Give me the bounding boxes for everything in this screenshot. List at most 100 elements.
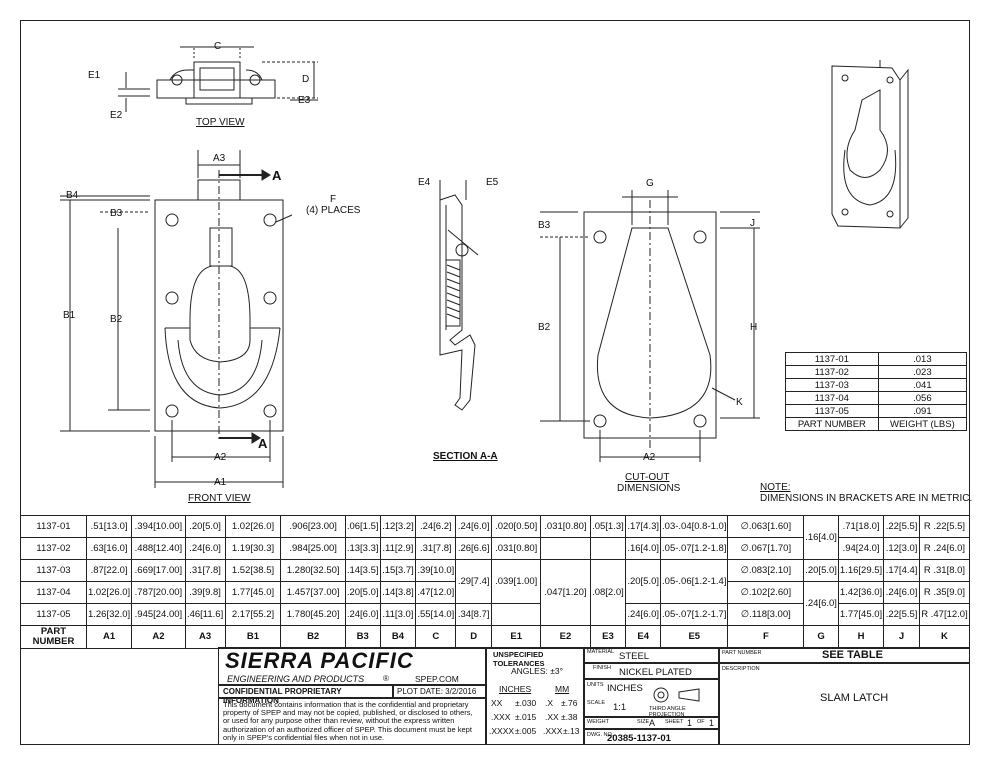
scale-value: 1:1 (613, 702, 627, 713)
dwg-label: DWG. NO. (587, 732, 614, 738)
dim-header: B1 (224, 625, 282, 649)
dim-header: H (837, 625, 885, 649)
dim-cell: .24[6.0] (883, 581, 920, 604)
wt-cell: .091 (877, 404, 968, 418)
scale-label: SCALE (587, 700, 606, 706)
dim-label-cutout-b3: B3 (538, 220, 551, 231)
dim-cell: .20[5.0] (184, 515, 226, 538)
dim-cell: .14[3.8] (379, 581, 417, 604)
dim-cell: R .24[6.0] (918, 537, 971, 560)
dim-label-f-places: (4) PLACES (306, 205, 361, 216)
mm-header: MM (555, 684, 570, 694)
dim-cell: ∅.118[3.00] (727, 603, 805, 626)
dim-header: B3 (344, 625, 381, 649)
dim-cell: .03-.04[0.8-1.0] (660, 515, 729, 538)
note-title: NOTE: (760, 482, 791, 493)
dim-label-d: D (302, 74, 310, 85)
drawing-number-cell: DWG. NO. 20385-1137-01 (584, 729, 719, 745)
dim-cell: .17[4.3] (625, 515, 662, 538)
top-view (118, 46, 318, 112)
dim-header: A2 (131, 625, 186, 649)
dim-label-a2: A2 (214, 452, 227, 463)
dim-label-h: H (750, 322, 758, 333)
description-label: DESCRIPTION (722, 666, 760, 672)
section-arrow-bottom: A (258, 436, 268, 451)
dim-cell: 1.77[45.0] (224, 581, 282, 604)
dim-header: E2 (540, 625, 591, 649)
note-text: DIMENSIONS IN BRACKETS ARE IN METRIC. (760, 493, 973, 504)
tol-mm-val-1: ±.38 (561, 712, 578, 722)
dim-label-e4: E4 (418, 177, 431, 188)
tol-mm-val-0: ±.76 (561, 698, 578, 708)
dim-cell: .12[3.2] (379, 515, 417, 538)
dim-cell: .05[1.3] (589, 515, 627, 538)
registered-mark: ® (383, 674, 389, 683)
dim-header: A3 (184, 625, 226, 649)
dim-cell: .06[1.5] (344, 515, 381, 538)
dim-cell: .394[10.00] (131, 515, 186, 538)
isometric-view (831, 60, 909, 229)
dim-header: B4 (379, 625, 417, 649)
size-value: A (649, 718, 656, 728)
dim-cell: .16[4.0] (803, 515, 839, 560)
dim-cell: 1.02[26.0] (85, 581, 133, 604)
dim-cell: .24[6.0] (455, 515, 493, 538)
dim-cell: ∅.063[1.60] (727, 515, 805, 538)
dim-cell: 1137-05 (20, 603, 87, 626)
dim-cell: 1137-02 (20, 537, 87, 560)
dim-cell: .13[3.3] (344, 537, 381, 560)
units-scale-cell: UNITS INCHES SCALE 1:1 THIRD ANGLE PROJE… (584, 679, 719, 718)
dim-label-e2: E2 (110, 110, 123, 121)
dim-cell: ∅.102[2.60] (727, 581, 805, 604)
of-label: OF (697, 719, 705, 725)
dim-cell: .31[7.8] (415, 537, 457, 560)
weight-size-sheet-cell: WEIGHT SIZE A SHEET 1 OF 1 (584, 717, 719, 729)
wt-cell: .013 (877, 352, 968, 366)
cutout-view (540, 190, 760, 462)
tol-in-1: .XXX (491, 712, 511, 722)
dim-label-c: C (214, 41, 222, 52)
projection-label: THIRD ANGLE PROJECTION (649, 706, 686, 718)
dim-cell: .787[20.00] (131, 581, 186, 604)
company-name: SIERRA PACIFIC (225, 648, 414, 673)
third-angle-projection-icon (653, 687, 700, 703)
dim-label-k: K (736, 397, 743, 408)
angles-tolerance: ANGLES: ±3° (511, 666, 564, 676)
wt-cell: 1137-03 (785, 378, 879, 392)
dim-label-f: F (330, 194, 337, 205)
dim-cell (589, 537, 627, 560)
dim-label-cutout-b2: B2 (538, 322, 551, 333)
dim-label-e1: E1 (88, 70, 101, 81)
dim-header: E1 (491, 625, 542, 649)
cutout-label-2: DIMENSIONS (617, 483, 681, 494)
dim-cell: .31[7.8] (184, 559, 226, 582)
dim-header: F (727, 625, 805, 649)
tolerance-title: UNSPECIFIED TOLERANCES (493, 650, 545, 668)
drawing-number: 20385-1137-01 (607, 733, 671, 744)
dim-cell: .24[6.2] (415, 515, 457, 538)
dim-cell: .22[5.5] (883, 515, 920, 538)
wt-cell: 1137-05 (785, 404, 879, 418)
tol-mm-2: .XXX (543, 726, 563, 736)
dim-header: J (883, 625, 920, 649)
dim-cell: .15[3.7] (379, 559, 417, 582)
legal-text: This document contains information that … (218, 698, 486, 745)
dim-cell: .20[5.0] (625, 559, 662, 604)
dim-header: C (415, 625, 457, 649)
wt-cell: .056 (877, 391, 968, 405)
dim-cell: .11[3.0] (379, 603, 417, 626)
plot-date: PLOT DATE: 3/2/2016 (393, 685, 486, 698)
dim-cell: 1.42[36.0] (837, 581, 885, 604)
front-view-label: FRONT VIEW (188, 493, 251, 504)
dim-cell: 1137-03 (20, 559, 87, 582)
front-view (60, 150, 293, 488)
dim-cell (540, 537, 591, 560)
tolerance-block: UNSPECIFIED TOLERANCES ANGLES: ±3° INCHE… (486, 647, 584, 745)
dim-cell: .031[0.80] (540, 515, 591, 538)
company-block: SIERRA PACIFIC ENGINEERING AND PRODUCTS … (218, 647, 486, 685)
dim-cell: .71[18.0] (837, 515, 885, 538)
dim-header: E4 (625, 625, 662, 649)
dim-cell: .05-.06[1.2-1.4] (660, 559, 729, 604)
inches-header: INCHES (499, 684, 532, 694)
dim-cell: .55[14.0] (415, 603, 457, 626)
